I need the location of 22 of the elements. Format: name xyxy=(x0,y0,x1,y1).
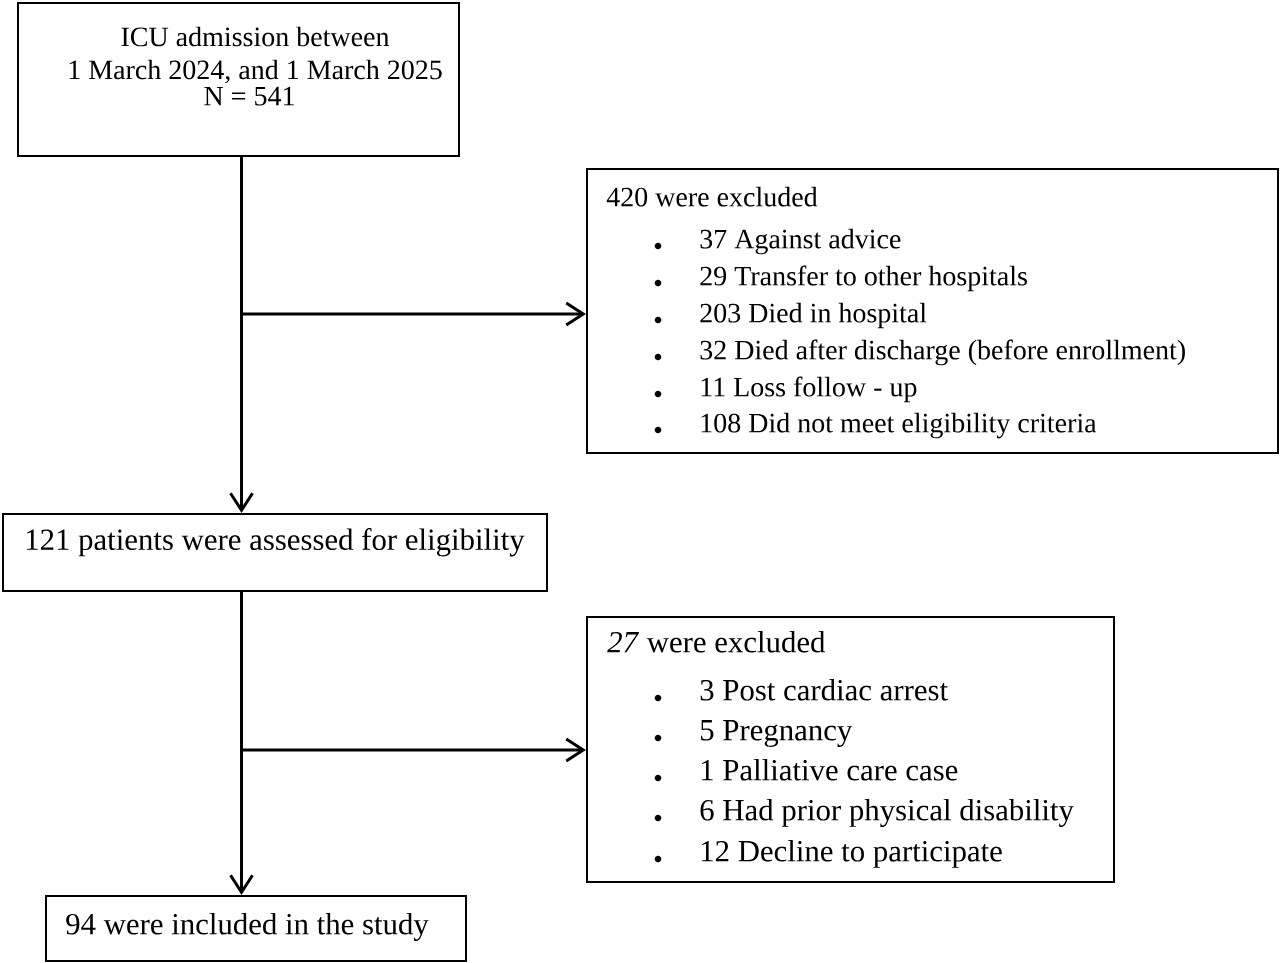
list-item: 11 Loss follow - up xyxy=(701,376,917,403)
list-heading: 420 were excluded xyxy=(606,186,818,207)
flowchart-box xyxy=(17,2,460,157)
flowchart-box: 121 patients were assessed for eligibility xyxy=(2,513,548,592)
list-item: 32 Died after discharge (before enrollment) xyxy=(700,339,1185,366)
exclusion-box xyxy=(586,168,1279,454)
list-item: 29 Transfer to other hospitals xyxy=(700,265,1027,292)
list-item: 6 Had prior physical disability xyxy=(700,798,1074,827)
list-item: 12 Decline to participate xyxy=(701,839,1002,868)
list-item: 37 Against advice xyxy=(700,228,901,255)
list-item: 203 Died in hospital xyxy=(700,302,927,329)
list-heading: 27 were excluded xyxy=(607,630,826,653)
arrow xyxy=(240,157,586,327)
flowchart-box: 94 were included in the study xyxy=(45,895,467,962)
list-item: 1 Palliative care case xyxy=(701,758,958,781)
exclusion-box xyxy=(586,616,1115,883)
arrow xyxy=(240,592,586,763)
list-item: 108 Did not meet eligibility criteria xyxy=(701,412,1097,439)
list-item: 3 Post cardiac arrest xyxy=(700,678,948,701)
heading-text: ICU admission between 1 March 2024, and 1 March 2025 xyxy=(69,26,442,84)
list-item: 5 Pregnancy xyxy=(701,720,853,747)
count-text: N = 541 xyxy=(204,86,294,106)
